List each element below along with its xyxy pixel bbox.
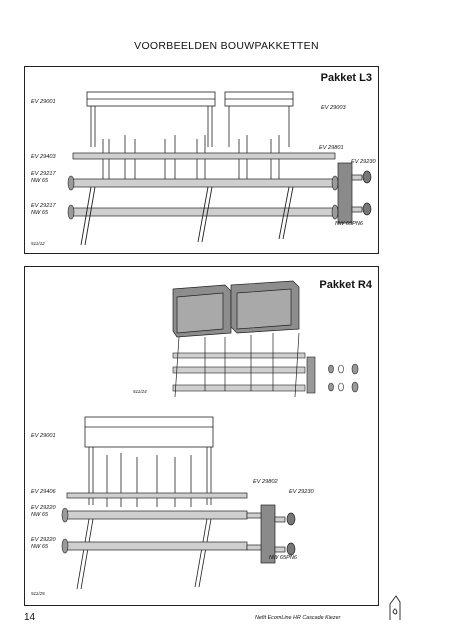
panel-r4-title: Pakket R4 <box>319 279 372 291</box>
label-ev29217-bottom: EV 29217 <box>31 203 56 209</box>
page-heading: VOORBEELDEN BOUWPAKKETTEN <box>134 40 319 52</box>
footer-title: Nefit EcomLine HR Cascade Kiezer <box>255 615 341 621</box>
label-nw65-bottom: NW 65 <box>31 544 49 550</box>
r4-assembly-drawing <box>61 280 359 590</box>
logo-icon <box>389 595 401 620</box>
label-ev29001: EV 29001 <box>31 99 56 105</box>
label-nw65pn6: NW 65PN6 <box>269 555 297 561</box>
label-nw65-top: NW 65 <box>31 512 49 518</box>
label-ev29230: EV 29230 <box>289 489 314 495</box>
label-ev29220-top: EV 29220 <box>31 505 56 511</box>
drawing-code-top: 511/24 <box>133 389 147 394</box>
page-number: 14 <box>24 612 36 623</box>
label-ev29001: EV 29001 <box>31 433 56 439</box>
label-nw65-top: NW 65 <box>31 178 49 184</box>
label-ev29406: EV 29406 <box>31 489 56 495</box>
label-nw65-bottom: NW 65 <box>31 210 49 216</box>
label-ev29403: EV 29403 <box>31 154 56 160</box>
panel-r4: Pakket R4 511/24 EV 29001 EV 29802 EV 29… <box>24 266 379 606</box>
label-ev29220-bottom: EV 29220 <box>31 537 56 543</box>
label-ev29217-top: EV 29217 <box>31 171 56 177</box>
drawing-code-bottom: 511/25 <box>31 591 45 596</box>
drawing-code: 511/12 <box>31 241 45 246</box>
label-ev29230: EV 29230 <box>351 159 376 165</box>
label-ev29802: EV 29802 <box>253 479 278 485</box>
panel-l3: Pakket L3 EV 29001 EV 29003 EV 29801 EV … <box>24 66 379 254</box>
l3-assembly-drawing <box>67 91 372 246</box>
label-ev29801: EV 29801 <box>319 145 344 151</box>
label-nw65pn6: NW 65PN6 <box>335 221 363 227</box>
panel-l3-title: Pakket L3 <box>320 72 372 84</box>
label-ev29003: EV 29003 <box>321 105 346 111</box>
